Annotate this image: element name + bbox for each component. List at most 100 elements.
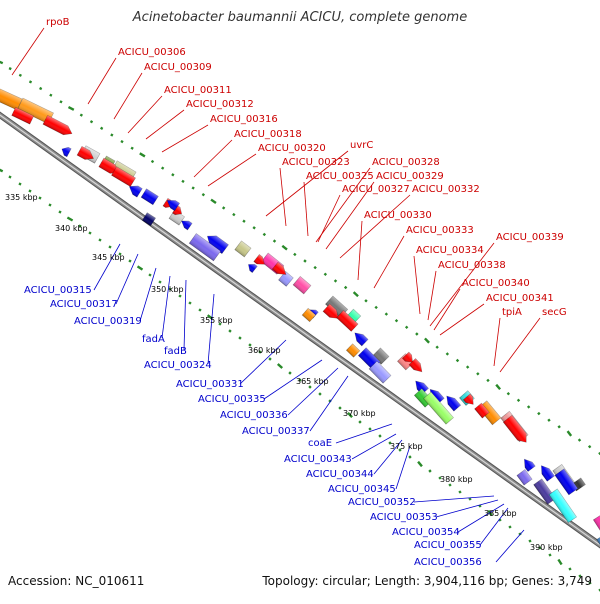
gc-dot bbox=[88, 231, 92, 235]
gc-dot bbox=[374, 305, 378, 310]
accession-text: Accession: NC_010611 bbox=[8, 574, 145, 588]
gene-label[interactable]: ACICU_00340 bbox=[462, 278, 530, 289]
gene-label[interactable]: ACICU_00320 bbox=[258, 143, 326, 154]
scale-tick-label: 335 kbp bbox=[5, 193, 38, 202]
gc-dot bbox=[368, 427, 372, 431]
gene-label[interactable]: ACICU_00329 bbox=[376, 171, 444, 182]
gc-dot bbox=[258, 350, 262, 354]
gc-dot bbox=[516, 398, 521, 402]
gc-dot bbox=[557, 425, 561, 429]
scale-tick-label: 360 kbp bbox=[248, 346, 281, 355]
gene-forward-arrow bbox=[253, 254, 265, 265]
gc-dot bbox=[303, 259, 307, 263]
gene-label[interactable]: ACICU_00354 bbox=[392, 527, 460, 538]
gene-label[interactable]: ACICU_00330 bbox=[364, 210, 432, 221]
gene-label[interactable]: ACICU_00323 bbox=[282, 157, 350, 168]
gene-label[interactable]: ACICU_00341 bbox=[486, 293, 554, 304]
gene-label[interactable]: ACICU_00328 bbox=[372, 157, 440, 168]
gene-label[interactable]: ACICU_00338 bbox=[438, 260, 506, 271]
gene-reverse-arrow bbox=[166, 200, 181, 212]
gc-dot bbox=[288, 371, 292, 375]
gc-dot bbox=[547, 418, 551, 422]
gene-label[interactable]: ACICU_00339 bbox=[496, 232, 564, 243]
gene-box bbox=[111, 166, 136, 187]
gene-label[interactable]: ACICU_00311 bbox=[164, 85, 232, 96]
scale-tick-label: 375 kbp bbox=[390, 442, 423, 451]
gene-box bbox=[234, 240, 252, 258]
label-leader-line bbox=[427, 270, 437, 321]
gene-label[interactable]: ACICU_00309 bbox=[144, 62, 212, 73]
label-leader-line bbox=[335, 423, 393, 444]
gene-label[interactable]: fadA bbox=[142, 334, 165, 345]
gene-label[interactable]: ACICU_00336 bbox=[220, 410, 288, 421]
gene-label[interactable]: ACICU_00344 bbox=[306, 469, 374, 480]
label-leader-line bbox=[373, 235, 405, 289]
gc-dot bbox=[537, 411, 541, 416]
gene-label[interactable]: ACICU_00345 bbox=[328, 484, 396, 495]
gene-label[interactable]: ACICU_00333 bbox=[406, 225, 474, 236]
gc-dot bbox=[415, 332, 419, 336]
label-leader-line bbox=[265, 150, 349, 217]
gene-label[interactable]: ACICU_00312 bbox=[186, 99, 254, 110]
gene-label[interactable]: ACICU_00335 bbox=[198, 394, 266, 405]
label-leader-line bbox=[339, 194, 411, 259]
gene-label[interactable]: ACICU_00343 bbox=[284, 454, 352, 465]
gene-label[interactable]: coaE bbox=[308, 438, 332, 449]
gene-label[interactable]: ACICU_00324 bbox=[144, 360, 212, 371]
gc-dot bbox=[445, 352, 450, 356]
gc-dot bbox=[130, 146, 134, 150]
gene-label[interactable]: uvrC bbox=[350, 140, 373, 151]
gc-dot bbox=[198, 308, 202, 312]
gene-box bbox=[423, 391, 454, 425]
gene-label[interactable]: ACICU_00327 bbox=[342, 184, 410, 195]
label-leader-line bbox=[145, 109, 185, 140]
gene-label[interactable]: ACICU_00316 bbox=[210, 114, 278, 125]
gc-dot bbox=[228, 329, 232, 333]
gc-dot bbox=[293, 252, 297, 257]
gene-label[interactable]: ACICU_00317 bbox=[50, 299, 118, 310]
gc-dot bbox=[566, 430, 573, 437]
map-title: Acinetobacter baumannii ACICU, complete … bbox=[132, 10, 468, 25]
gene-box bbox=[336, 309, 359, 332]
gene-label[interactable]: ACICU_00352 bbox=[348, 497, 416, 508]
gc-dot bbox=[100, 126, 104, 130]
gene-label[interactable]: fadB bbox=[164, 346, 187, 357]
gene-reverse-arrow bbox=[446, 395, 462, 412]
gene-label[interactable]: ACICU_00331 bbox=[176, 379, 244, 390]
gene-label[interactable]: ACICU_00332 bbox=[412, 184, 480, 195]
label-leader-line bbox=[499, 317, 541, 373]
gene-forward-arrow bbox=[408, 358, 423, 373]
gc-dot bbox=[8, 175, 12, 179]
gc-dot bbox=[79, 113, 83, 117]
gc-dot bbox=[188, 301, 192, 305]
gc-dot bbox=[158, 280, 162, 284]
gene-label[interactable]: ACICU_00315 bbox=[24, 285, 92, 296]
gene-label[interactable]: ACICU_00306 bbox=[118, 47, 186, 58]
gene-label[interactable]: ACICU_00334 bbox=[416, 245, 484, 256]
gc-dot bbox=[178, 294, 182, 298]
gc-dot bbox=[347, 412, 353, 418]
gene-label[interactable]: ACICU_00355 bbox=[414, 540, 482, 551]
gc-dot bbox=[438, 476, 442, 480]
gene-label[interactable]: rpoB bbox=[46, 17, 70, 28]
label-leader-line bbox=[127, 95, 163, 134]
gc-dot bbox=[181, 179, 185, 184]
gc-dot bbox=[218, 322, 222, 326]
label-leader-line bbox=[139, 267, 157, 322]
gene-box bbox=[397, 353, 415, 371]
gene-label[interactable]: ACICU_00319 bbox=[74, 316, 142, 327]
gene-label[interactable]: ACICU_00356 bbox=[414, 557, 482, 568]
gene-box bbox=[141, 212, 156, 227]
gene-label[interactable]: secG bbox=[542, 307, 567, 318]
gene-box bbox=[188, 233, 221, 262]
gene-label[interactable]: tpiA bbox=[502, 307, 522, 318]
gene-label[interactable]: ACICU_00325 bbox=[306, 171, 374, 182]
gc-dot bbox=[248, 343, 252, 347]
label-leader-line bbox=[493, 317, 501, 367]
gene-forward-arrow bbox=[322, 303, 339, 319]
gc-dot bbox=[384, 312, 389, 316]
gene-label[interactable]: ACICU_00318 bbox=[234, 129, 302, 140]
label-leader-line bbox=[193, 139, 233, 178]
gene-label[interactable]: ACICU_00353 bbox=[370, 512, 438, 523]
gene-label[interactable]: ACICU_00337 bbox=[242, 426, 310, 437]
